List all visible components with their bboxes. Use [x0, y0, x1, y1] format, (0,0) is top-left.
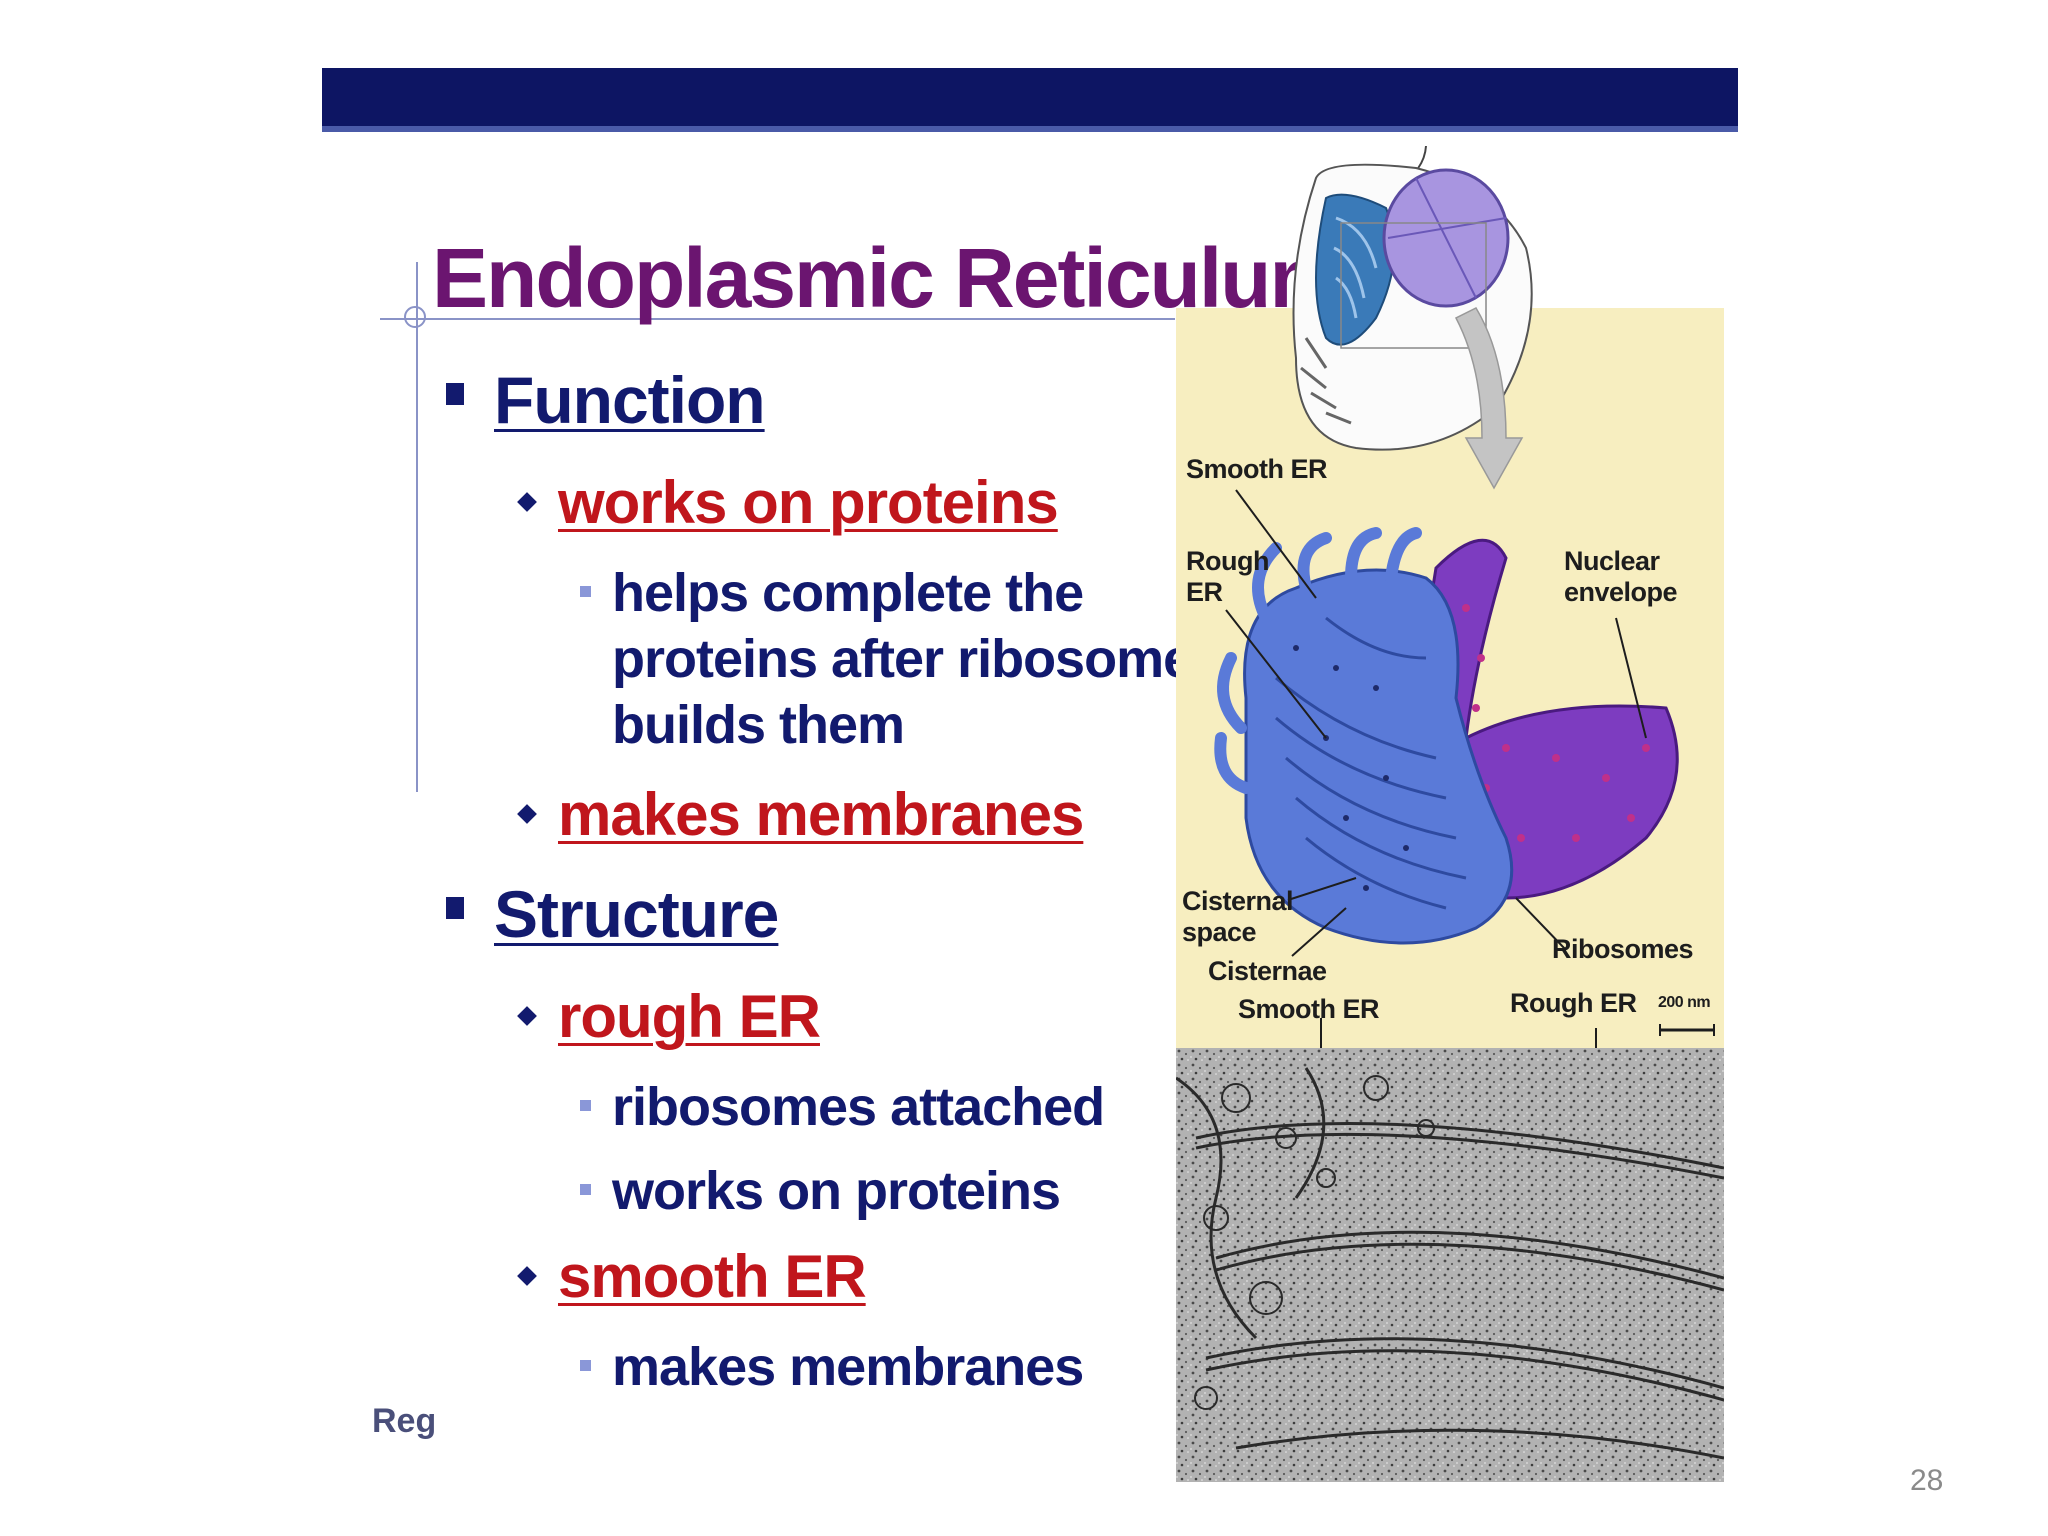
label-smooth-er: Smooth ER [1186, 454, 1328, 484]
label-cisternal-space: Cisternal space [1182, 886, 1294, 948]
top-bar-rule [322, 126, 1738, 132]
bullet-works-on-proteins: works on proteins [517, 468, 1059, 537]
title-rule-horizontal [380, 318, 1175, 320]
smooth-er-tubules [1214, 527, 1422, 794]
er-figure: Smooth ER Rough ER Nuclear envelope Cist… [1175, 138, 1725, 1482]
page-number: 28 [1910, 1464, 1944, 1497]
cisternae-lines [1275, 616, 1467, 910]
zoom-arrow-icon [1454, 307, 1524, 490]
label-rough-er-bottom: Rough ER [1510, 988, 1637, 1018]
bullet-text: works on proteins [558, 469, 1059, 536]
cell-inset-icon [1292, 145, 1533, 451]
micrograph-vesicles [1194, 1075, 1435, 1410]
footer-reg: Reg [372, 1402, 437, 1440]
bullet-text: smooth ER [558, 1243, 867, 1310]
bullet-line: proteins after ribosome [612, 629, 1193, 689]
bullet-makes-membranes: makes membranes [517, 780, 1084, 849]
bullet-works-on-proteins-2: works on proteins [580, 1158, 1061, 1224]
label-line: Rough [1186, 546, 1269, 576]
diamond-bullet-icon [517, 1266, 537, 1286]
bullet-line: builds them [612, 695, 905, 755]
label-nuclear-envelope: Nuclear envelope [1564, 546, 1678, 608]
small-square-bullet-icon [580, 1100, 591, 1111]
label-scale-bar: 200 nm [1658, 994, 1711, 1011]
small-square-bullet-icon [580, 1360, 591, 1371]
er-illustration [1175, 145, 1725, 1482]
label-line: ER [1186, 577, 1223, 607]
bullet-makes-membranes-2: makes membranes [580, 1334, 1084, 1400]
small-square-bullet-icon [580, 1184, 591, 1195]
small-square-bullet-icon [580, 586, 591, 597]
bullet-line: works on proteins [612, 1161, 1061, 1221]
label-line: space [1182, 917, 1257, 947]
bullet-text: Structure [494, 877, 779, 951]
bullet-structure: Structure [446, 876, 779, 952]
er-ribosome-dots [1293, 645, 1409, 891]
bullet-function: Function [446, 362, 766, 438]
top-bar [322, 68, 1738, 126]
title-rule-vertical [416, 262, 418, 792]
crosshair-icon [404, 306, 426, 328]
bullet-line: helps complete the [612, 563, 1084, 623]
diamond-bullet-icon [517, 492, 537, 512]
micrograph-membranes [1175, 1067, 1725, 1460]
bullet-line: makes membranes [612, 1337, 1084, 1397]
label-cisternae: Cisternae [1208, 956, 1327, 986]
diamond-bullet-icon [517, 804, 537, 824]
bullet-text: rough ER [558, 983, 821, 1050]
bullet-ribosomes-attached: ribosomes attached [580, 1074, 1105, 1140]
label-ribosomes: Ribosomes [1552, 934, 1694, 964]
bullet-text: makes membranes [558, 781, 1084, 848]
bullet-helps-complete: helps complete the proteins after riboso… [580, 560, 1193, 758]
label-smooth-er-bottom: Smooth ER [1238, 994, 1380, 1024]
bullet-rough-er: rough ER [517, 982, 821, 1051]
micrograph [1176, 1048, 1724, 1482]
rough-er-shape [1243, 568, 1514, 945]
diamond-bullet-icon [517, 1006, 537, 1026]
bullet-line: ribosomes attached [612, 1077, 1105, 1137]
bullet-smooth-er: smooth ER [517, 1242, 867, 1311]
label-line: Cisternal [1182, 886, 1294, 916]
label-line: envelope [1564, 577, 1678, 607]
square-bullet-icon [446, 383, 464, 405]
square-bullet-icon [446, 897, 464, 919]
label-line: Nuclear [1564, 546, 1660, 576]
bullet-text: Function [494, 363, 766, 437]
label-rough-er: Rough ER [1186, 546, 1269, 608]
